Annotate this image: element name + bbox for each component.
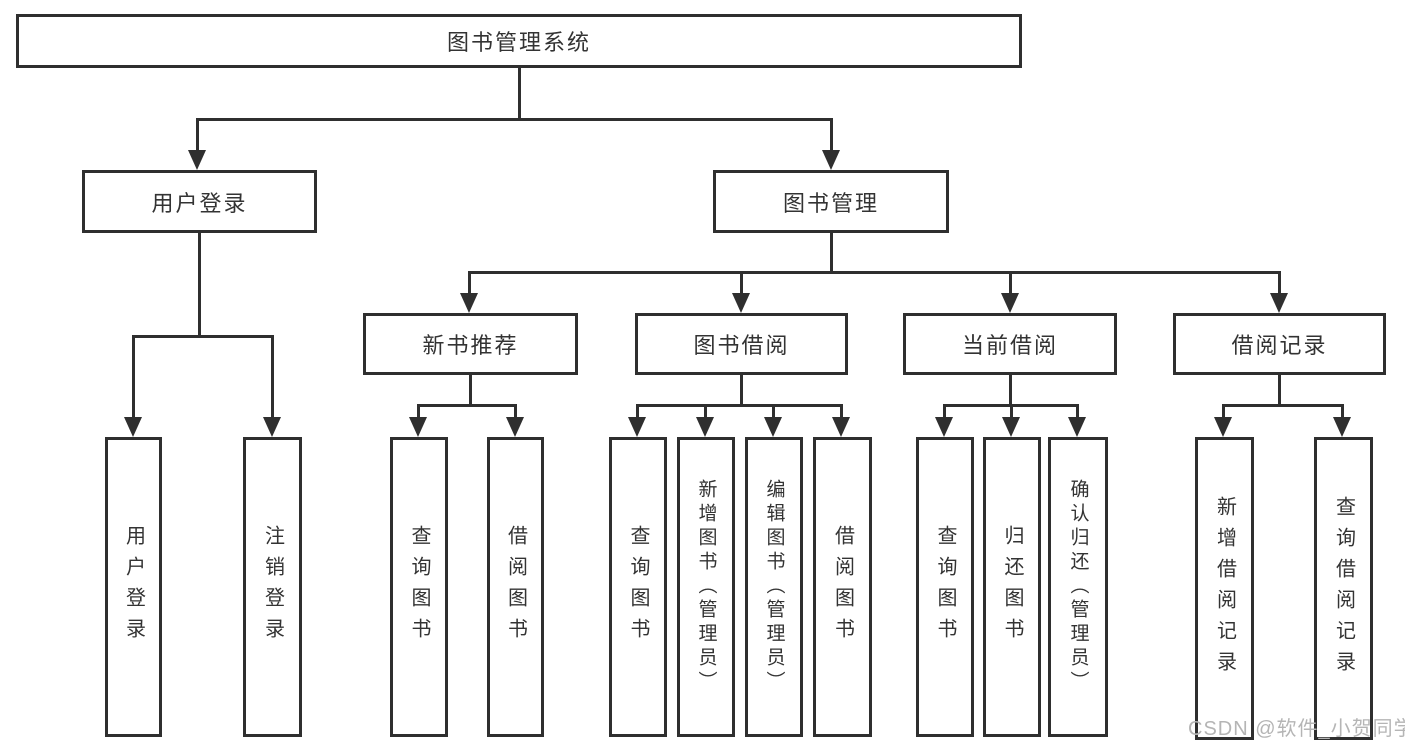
leaf-borrow-books: 借阅图书 [813, 437, 872, 737]
connector-line [271, 335, 274, 419]
leaf-label: 编辑图书（管理员） [763, 479, 785, 695]
arrow-down-icon [460, 293, 478, 313]
node-label: 当前借阅 [961, 333, 1058, 358]
connector-line [830, 233, 833, 273]
arrow-down-icon [935, 417, 953, 437]
connector-line [840, 404, 843, 419]
connector-line [468, 271, 1281, 274]
connector-line [704, 404, 707, 419]
arrow-down-icon [1333, 417, 1351, 437]
connector-line [740, 271, 743, 295]
connector-line [1009, 375, 1012, 406]
node-book-borrowing: 图书借阅 [635, 313, 848, 375]
leaf-label: 查询借阅记录 [1332, 495, 1355, 682]
leaf-query-books: 查询图书 [916, 437, 974, 737]
leaf-borrow-books: 借阅图书 [487, 437, 544, 737]
connector-line [417, 404, 517, 407]
connector-line [1222, 404, 1344, 407]
arrow-down-icon [764, 417, 782, 437]
arrow-down-icon [1270, 293, 1288, 313]
connector-line [636, 404, 639, 419]
arrow-down-icon [696, 417, 714, 437]
arrow-down-icon [506, 417, 524, 437]
connector-line [1009, 271, 1012, 295]
arrow-down-icon [1214, 417, 1232, 437]
leaf-label: 查询图书 [934, 525, 956, 649]
connector-line [1010, 404, 1013, 419]
connector-line [1076, 404, 1079, 419]
connector-line [132, 335, 135, 419]
connector-line [469, 375, 472, 406]
connector-line [1278, 375, 1281, 406]
leaf-edit-books-admin: 编辑图书（管理员） [745, 437, 803, 737]
node-library-management-system: 图书管理系统 [16, 14, 1022, 68]
arrow-down-icon [1002, 417, 1020, 437]
leaf-label: 借阅图书 [831, 525, 854, 649]
leaf-label: 新增借阅记录 [1213, 495, 1236, 682]
leaf-query-books: 查询图书 [609, 437, 667, 737]
leaf-confirm-return-admin: 确认归还（管理员） [1048, 437, 1108, 737]
leaf-label: 借阅图书 [504, 525, 527, 649]
connector-line [417, 404, 420, 419]
node-label: 用户登录 [151, 190, 248, 216]
connector-line [514, 404, 517, 419]
leaf-label: 用户登录 [122, 525, 145, 649]
leaf-logout: 注销登录 [243, 437, 302, 737]
arrow-down-icon [1001, 293, 1019, 313]
arrow-down-icon [832, 417, 850, 437]
leaf-query-borrow-record: 查询借阅记录 [1314, 437, 1373, 740]
leaf-label: 新增图书（管理员） [695, 479, 717, 695]
connector-line [196, 118, 832, 121]
leaf-label: 归还图书 [1001, 525, 1023, 649]
leaf-add-borrow-record: 新增借阅记录 [1195, 437, 1254, 740]
node-borrowing-records: 借阅记录 [1173, 313, 1386, 375]
node-book-management: 图书管理 [713, 170, 949, 233]
leaf-label: 确认归还（管理员） [1067, 479, 1089, 695]
node-label: 图书借阅 [693, 333, 790, 358]
arrow-down-icon [732, 293, 750, 313]
node-user-login: 用户登录 [82, 170, 317, 233]
connector-line [468, 271, 471, 295]
connector-line [196, 118, 199, 152]
connector-line [830, 118, 833, 152]
connector-line [1278, 271, 1281, 295]
connector-line [636, 404, 843, 407]
connector-line [772, 404, 775, 419]
connector-line [198, 233, 201, 337]
arrow-down-icon [188, 150, 206, 170]
connector-line [1222, 404, 1225, 419]
node-current-borrowing: 当前借阅 [903, 313, 1117, 375]
node-label: 新书推荐 [422, 333, 519, 358]
node-label: 借阅记录 [1231, 333, 1328, 358]
leaf-label: 查询图书 [627, 525, 649, 649]
leaf-query-books: 查询图书 [390, 437, 448, 737]
arrow-down-icon [628, 417, 646, 437]
connector-line [518, 68, 521, 120]
node-new-book-recommendation: 新书推荐 [363, 313, 578, 375]
leaf-return-books: 归还图书 [983, 437, 1041, 737]
leaf-label: 查询图书 [408, 525, 430, 649]
connector-line [1341, 404, 1344, 419]
arrow-down-icon [822, 150, 840, 170]
arrow-down-icon [124, 417, 142, 437]
arrow-down-icon [409, 417, 427, 437]
connector-line [132, 335, 274, 338]
connector-line [943, 404, 946, 419]
node-label: 图书管理 [782, 190, 879, 216]
node-label: 图书管理系统 [446, 30, 591, 55]
leaf-label: 注销登录 [261, 525, 284, 649]
leaf-add-books-admin: 新增图书（管理员） [677, 437, 735, 737]
connector-line [740, 375, 743, 406]
arrow-down-icon [1068, 417, 1086, 437]
arrow-down-icon [263, 417, 281, 437]
csdn-watermark: CSDN @软件_小贺同学 [1188, 718, 1405, 740]
leaf-user-login: 用户登录 [105, 437, 162, 737]
